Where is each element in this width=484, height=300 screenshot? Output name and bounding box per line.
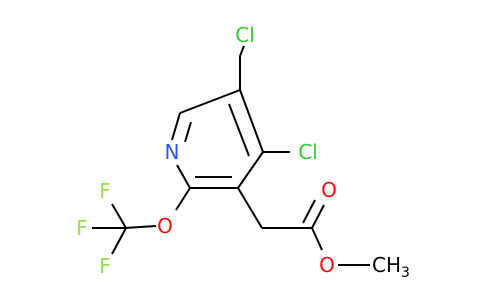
atom-n-ring: N	[165, 140, 180, 164]
bond-c2-o	[175, 187, 191, 211]
bond-cf3-f-top	[111, 203, 127, 229]
atom-cl-chloromethyl: Cl	[235, 23, 255, 47]
bond-co-o-double-a	[311, 204, 325, 229]
bond-co-o-ester	[311, 227, 323, 251]
atom-f-left: F	[76, 216, 88, 240]
atom-o-carbonyl: O	[321, 178, 337, 202]
bond-n-c6-double	[184, 121, 192, 143]
bond-c4-c3	[237, 151, 264, 189]
atom-cl-ring: Cl	[298, 140, 318, 164]
bond-c5-c4	[239, 89, 264, 153]
bond-c6-c5	[179, 89, 241, 114]
bond-cf3-f-bottom	[111, 227, 127, 255]
bond-o-cf3	[125, 225, 157, 229]
atom-f-top: F	[99, 179, 111, 203]
bond-n-c6	[171, 112, 181, 141]
atom-f-bottom: F	[99, 254, 111, 278]
methyl-main: CH	[372, 253, 401, 277]
atom-methyl: CH3	[372, 253, 410, 281]
bond-c3-ch2	[237, 187, 263, 229]
methyl-subscript: 3	[401, 265, 410, 281]
bond-co-o-double-b	[302, 199, 316, 224]
bond-ch2-cl	[239, 45, 245, 57]
bond-c5-c4-double	[228, 103, 250, 157]
atom-o-ester: O	[319, 253, 335, 277]
atom-o-ether: O	[157, 214, 173, 238]
bond-c2-n	[176, 164, 191, 189]
